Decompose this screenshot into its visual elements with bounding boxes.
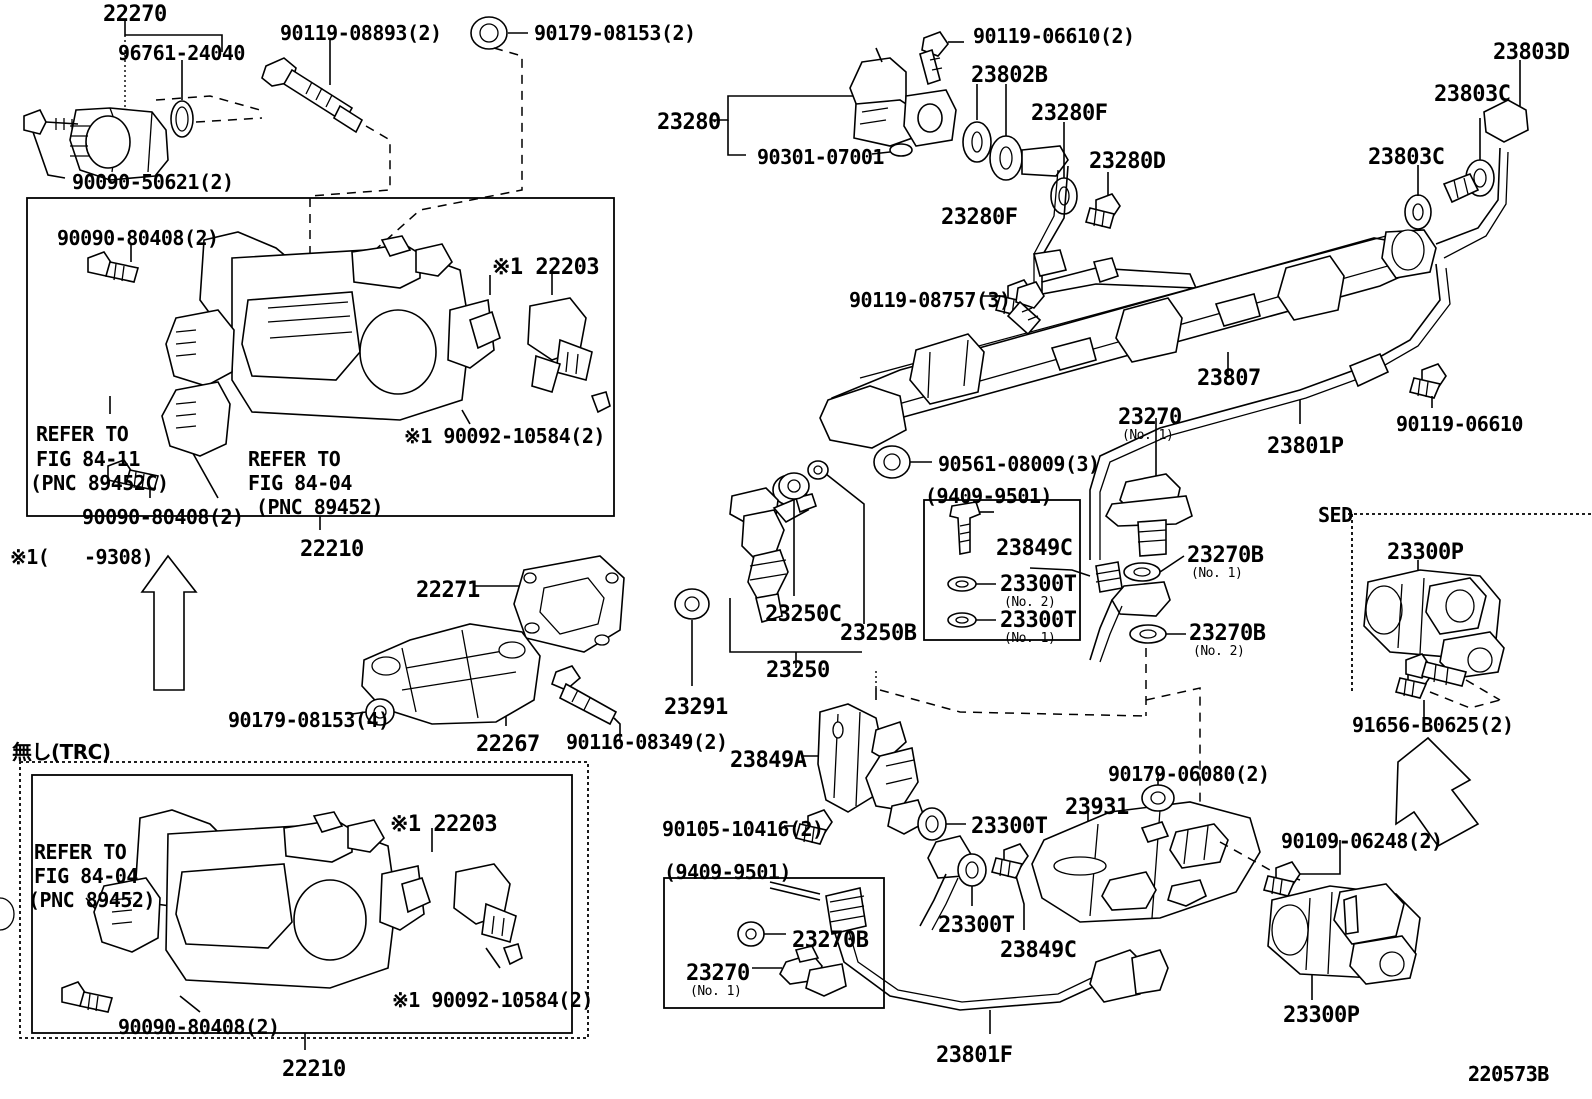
part-label-l07: ※1 22203 [492,255,600,280]
group-bolt-90119-08893 [261,38,391,280]
part-label-l31: 23802B [971,63,1048,88]
group-23849A-bracket [784,670,1029,931]
part-label-l53: 23270B [1187,543,1264,568]
arrow-up-center [140,554,198,691]
diagram-id: 220573B [1468,1062,1549,1086]
part-label-l69: 90109-06248(2) [1281,829,1443,853]
part-label-l19: 90179-08153(4) [228,708,390,732]
part-label-l76: 23801F [936,1043,1013,1068]
group-22267-bracket [351,623,621,740]
part-label-l56: (No. 2) [1193,644,1245,659]
part-label-l58: 23300P [1387,540,1464,565]
group-23280-regulator [712,31,1121,229]
group-22271-gasket [474,555,625,653]
part-label-l66: 23931 [1065,795,1129,820]
part-label-l01: 22270 [103,2,167,27]
part-label-l40: 90119-08757(3) [849,288,1011,312]
part-label-l03: 90090-50621(2) [72,170,234,194]
part-label-l38: 23803C [1434,82,1511,107]
part-label-l10: (PNC 89452C) [30,471,169,495]
part-label-l35: 23280D [1089,149,1166,174]
part-label-l75: 23849C [1000,938,1077,963]
part-label-l41: 23807 [1197,366,1261,391]
part-label-l63: 23849A [730,748,807,773]
part-label-l54: (No. 1) [1191,566,1243,581]
group-nut-90179-08153-top [374,16,528,251]
part-label-l24: FIG 84-04 [34,864,138,888]
part-label-l42: 23270 [1118,405,1182,430]
part-label-l55: 23270B [1189,621,1266,646]
part-label-l06: 90090-80408(2) [57,226,219,250]
part-label-l45: 90119-06610 [1396,412,1523,436]
part-label-l49: 23300T [1000,572,1077,597]
part-label-l33: 23280 [657,110,721,135]
part-label-l34: 90301-07001 [757,145,884,169]
part-label-l71: 23270B [792,928,869,953]
part-label-l74: 23300T [938,913,1015,938]
hose-23801F [769,881,1169,1034]
part-label-l65: 23300T [971,814,1048,839]
part-label-l59: 23250C [765,602,842,627]
part-label-l23: REFER TO [34,840,127,864]
part-label-l61: 23250 [766,658,830,683]
part-label-l05: 90179-08153(2) [534,21,696,45]
part-label-l09: FIG 84-11 [36,447,140,471]
part-label-l22: 無し(TRC) [12,740,111,764]
part-label-l25: (PNC 89452) [28,888,155,912]
part-label-l15: 90090-80408(2) [82,505,244,529]
part-label-l28: 90090-80408(2) [118,1015,280,1039]
part-label-l70: (9409-9501) [664,860,791,884]
part-label-l73: (No. 1) [690,984,742,999]
part-label-l37: 23803D [1493,40,1570,65]
hose-23801P [1089,60,1529,560]
part-label-l30: 90119-06610(2) [973,24,1135,48]
part-label-l18: 22271 [416,578,480,603]
part-label-l08: REFER TO [36,422,129,446]
part-label-l46: 90561-08009(3) [938,452,1100,476]
part-label-l47: (9409-9501) [925,484,1052,508]
part-label-l77: 23300P [1283,1003,1360,1028]
part-label-l57: SED [1318,503,1353,527]
part-label-l02: 96761-24040 [118,41,245,65]
part-label-l39: 23803C [1368,145,1445,170]
box-SED [1348,513,1592,709]
part-label-l64: 90105-10416(2) [662,817,824,841]
part-label-l44: 23801P [1267,434,1344,459]
part-label-l43: (No. 1) [1122,428,1174,443]
part-label-l04: 90119-08893(2) [280,21,442,45]
group-23250-injector [674,460,865,686]
part-label-l36: 23280F [941,205,1018,230]
part-label-l48: 23849C [996,536,1073,561]
part-label-l21: 90116-08349(2) [566,730,728,754]
part-label-l32: 23280F [1031,101,1108,126]
part-label-l51: 23300T [1000,608,1077,633]
part-label-l62: 23291 [664,695,728,720]
part-label-l20: 22267 [476,732,540,757]
part-label-l68: 91656-B0625(2) [1352,713,1514,737]
part-label-l60: 23250B [840,621,917,646]
part-label-l27: ※1 90092-10584(2) [392,988,593,1012]
part-label-l67: 90179-06080(2) [1108,762,1270,786]
part-label-l78: 220573B [1468,1062,1549,1086]
part-label-l14: ※1 90092-10584(2) [404,424,605,448]
part-label-l26: ※1 22203 [390,812,498,837]
part-label-l52: (No. 1) [1004,631,1056,646]
part-label-l13: (PNC 89452) [256,495,383,519]
part-label-l12: FIG 84-04 [248,471,352,495]
part-label-l50: (No. 2) [1004,595,1056,610]
part-label-l11: REFER TO [248,447,341,471]
part-label-l16: 22210 [300,537,364,562]
part-label-l17: ※1( -9308) [10,545,154,569]
part-label-l72: 23270 [686,961,750,986]
part-label-l29: 22210 [282,1057,346,1082]
